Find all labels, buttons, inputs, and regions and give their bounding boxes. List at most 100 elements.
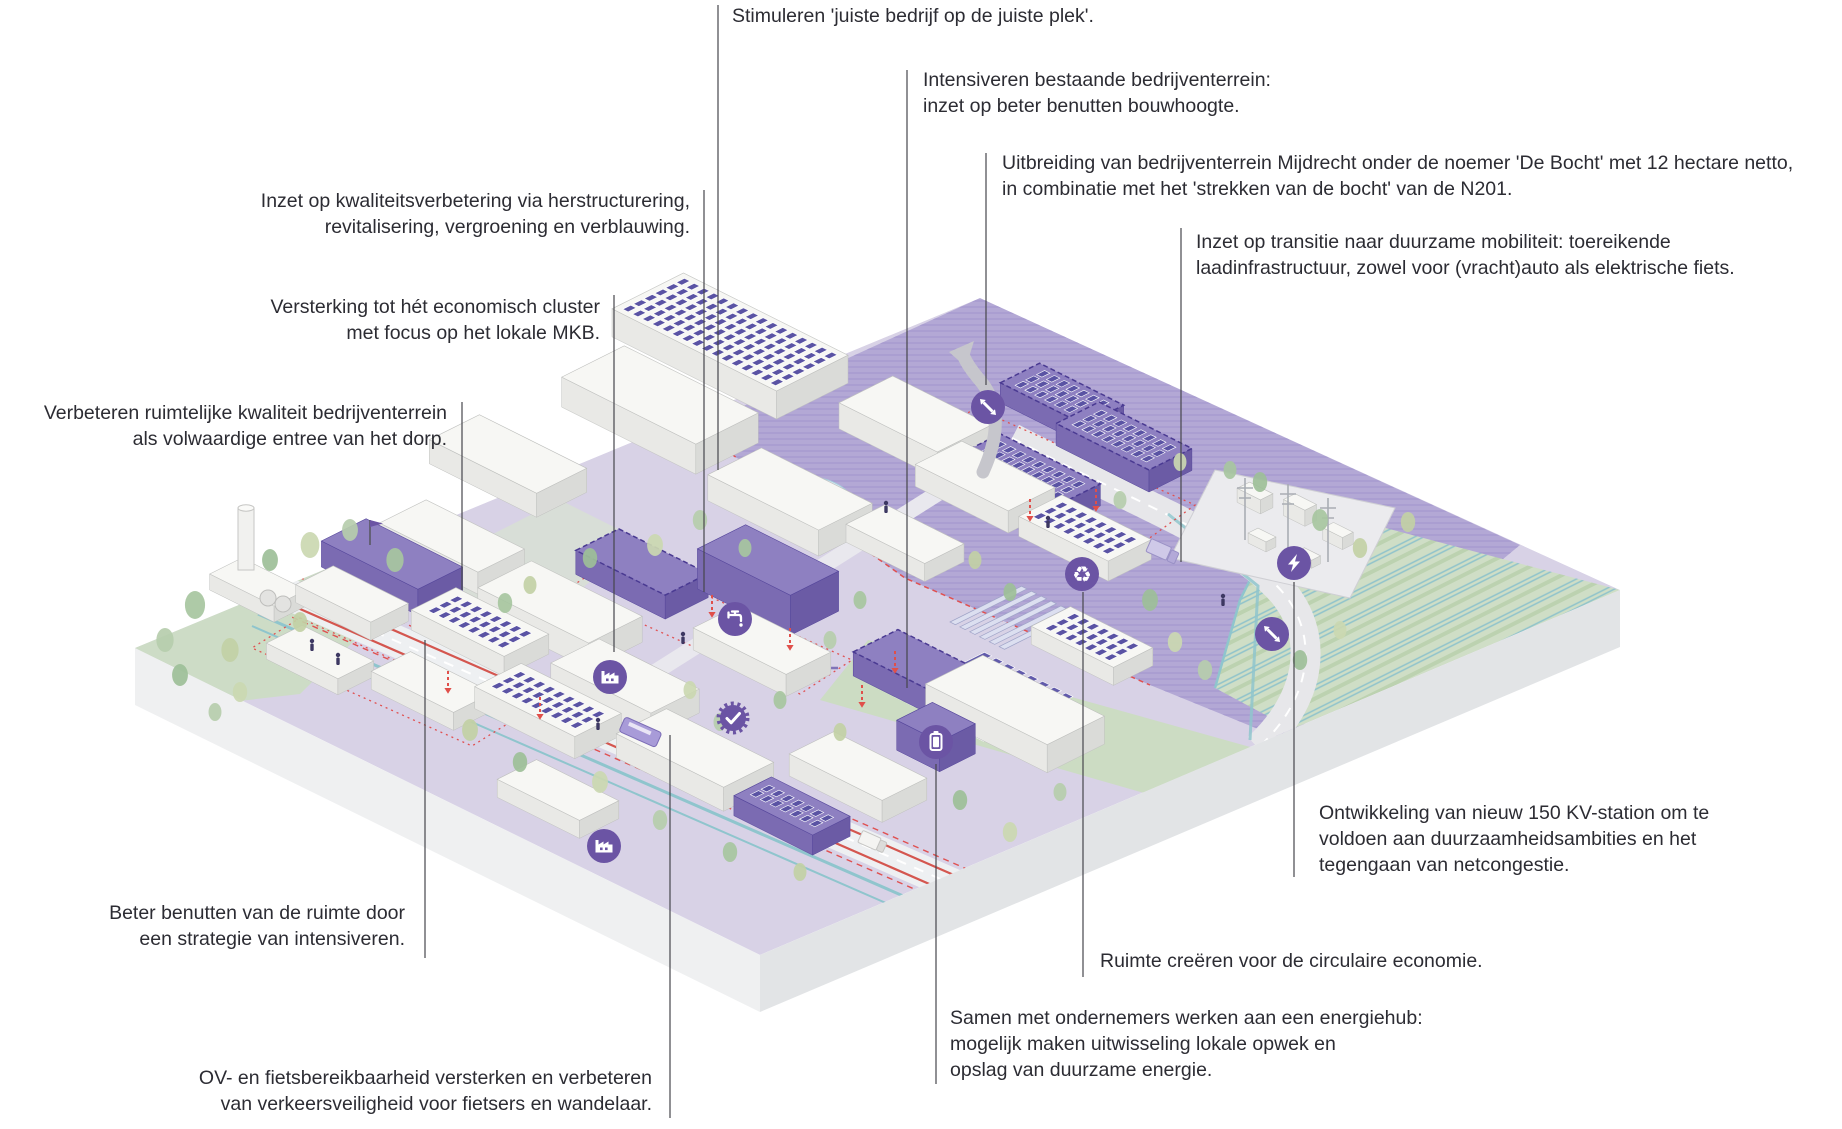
tree [1142,589,1158,611]
tree [1400,512,1416,532]
annotation-uitbreiding: Uitbreiding van bedrijventerrein Mijdrec… [1002,152,1794,200]
annotation-stimuleren: Stimuleren 'juiste bedrijf op de juiste … [732,5,1094,27]
annotation-beter-benutten: Beter benutten van de ruimte door een st… [109,902,405,950]
building [788,731,928,823]
building [1236,481,1274,515]
truck-2 [857,830,888,853]
tree [156,628,174,652]
tree [692,510,708,530]
curved-road-arrow [949,341,1002,479]
factory-icon-2 [587,829,621,863]
highlight-building [896,701,976,773]
tree [184,591,206,619]
tree [1002,822,1018,842]
tree [1312,509,1328,531]
tree [1333,621,1347,639]
tree [592,771,608,793]
red-arrow [1092,489,1100,512]
highlight-building [1054,401,1194,493]
battery-icon [919,725,953,759]
annotation-mobiliteit: Inzet op transitie naar duurzame mobilit… [1196,231,1735,279]
red-arrow [536,697,544,720]
tree [1003,583,1017,601]
tree [523,576,537,594]
building [1030,606,1154,686]
tree [512,752,528,772]
tree [1292,650,1308,670]
person [595,717,601,730]
tree [232,682,248,702]
tree [1173,453,1187,471]
lightning-icon [1277,546,1311,580]
check-badge-icon [716,701,750,735]
building [1247,527,1277,553]
tree [683,681,697,699]
flag [369,520,383,545]
tree [342,519,358,541]
building [845,504,965,582]
tree [582,548,598,568]
tree [833,723,847,741]
person [1220,593,1226,606]
red-arrow [891,651,899,674]
tree [1053,783,1067,801]
tree [647,534,663,556]
recycle-icon: ♻ [1065,557,1099,591]
building [474,662,622,760]
intensification-zones [250,407,1197,747]
tree [722,842,738,862]
person [309,638,315,651]
tree [462,719,478,741]
annotation-intensiveren: Intensiveren bestaande bedrijventerrein:… [923,69,1271,117]
tree [952,790,968,810]
building [410,587,550,677]
tree [738,539,752,557]
red-arrow [444,671,452,694]
red-arrow [1026,499,1034,522]
tree [292,612,308,632]
tree [853,591,867,609]
tree [1167,632,1183,652]
building [265,624,375,696]
red-arrow [858,685,866,708]
tree [386,548,404,572]
annotation-energiehub: Samen met ondernemers werken aan een ene… [950,1007,1423,1081]
tree [1352,538,1368,558]
exchange-arrows-icon [971,390,1005,424]
building [295,565,409,641]
red-arrow [708,595,716,618]
land-plinth [135,590,1620,1012]
tree [300,532,320,558]
exchange-arrows-icon-2 [1255,617,1289,651]
red-arrow [786,628,794,651]
n201-road [1005,424,1321,760]
annotation-versterking: Versterking tot hét economisch cluster m… [270,296,601,344]
bus [619,717,662,748]
tree [1113,491,1127,509]
highlight-building [696,524,840,636]
person [1045,515,1051,528]
tree [1252,472,1268,492]
annotation-kwaliteit: Inzet op kwaliteitsverbetering via herst… [260,190,690,238]
tree [497,593,513,613]
annotation-kv-station: Ontwikkeling van nieuw 150 KV-station om… [1319,802,1710,876]
svg-text:♻: ♻ [1072,563,1092,588]
annotation-circulair: Ruimte creëren voor de circulaire econom… [1100,950,1483,972]
factory-icon [593,660,627,694]
silo [237,504,292,613]
highlight-building [733,776,851,856]
tree [652,810,668,830]
tree [968,551,982,569]
person [883,500,889,513]
building [707,447,873,557]
tree [773,691,787,709]
annotation-entree: Verbeteren ruimtelijke kwaliteit bedrijv… [43,402,447,450]
tree [208,703,222,721]
person [680,631,686,644]
annotation-ov-fiets: OV- en fietsbereikbaarheid versterken en… [198,1067,652,1115]
tree [793,863,807,881]
building [611,272,849,420]
building [924,654,1106,774]
